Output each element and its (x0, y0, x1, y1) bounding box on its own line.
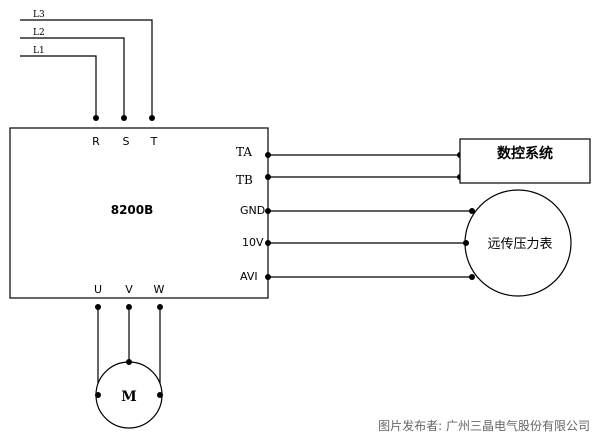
terminal-dot-r (93, 115, 99, 121)
output-label-v: V (125, 283, 133, 296)
supply-label-l1: L1 (33, 46, 45, 56)
motor-label: M (121, 389, 137, 405)
input-label-r: R (92, 135, 100, 148)
motor-connection: M (95, 304, 163, 429)
terminal-label-avi: AVI (240, 270, 258, 283)
terminal-dot-s (121, 115, 127, 121)
gauge-dot-10v (463, 240, 469, 246)
wire-l2 (20, 37, 125, 118)
motor-dot-u (95, 392, 101, 398)
cnc-box (459, 138, 591, 184)
gauge-label: 远传压力表 (487, 237, 552, 252)
gauge-dot-avi (469, 274, 475, 280)
terminal-dot-t (149, 115, 155, 121)
wire-l1 (20, 55, 97, 118)
supply-label-l3: L3 (33, 10, 45, 20)
terminal-dot-gnd (265, 208, 271, 214)
inverter-box (9, 127, 269, 299)
terminal-label-ta: TA (236, 145, 252, 159)
terminal-dot-10v (265, 240, 271, 246)
terminal-dot-tb (265, 174, 271, 180)
motor-dot-v (126, 359, 132, 365)
terminal-label-gnd: GND (240, 204, 265, 217)
wire-l3 (20, 19, 153, 118)
terminal-dot-ta (265, 152, 271, 158)
output-label-w: W (154, 283, 165, 296)
input-label-s: S (123, 135, 130, 148)
terminal-label-tb: TB (236, 173, 253, 187)
cnc-label: 数控系统 (497, 145, 553, 162)
footer-caption: 图片发布者: 广州三晶电气股份有限公司 (378, 418, 590, 433)
motor-dot-w (157, 392, 163, 398)
supply-lines: L3 L2 L1 (20, 10, 155, 121)
inverter-model: 8200B (111, 203, 154, 217)
cnc-connection: 数控系统 (265, 138, 591, 184)
inverter-block: R S T 8200B TA TB GND 10V AVI U V W (9, 127, 269, 299)
output-label-u: U (94, 283, 102, 296)
gauge-dot-gnd (469, 208, 475, 214)
gauge-connection: 远传压力表 (265, 189, 572, 297)
terminal-label-10v: 10V (242, 236, 264, 249)
input-label-t: T (150, 135, 158, 148)
terminal-dot-avi (265, 274, 271, 280)
supply-label-l2: L2 (33, 28, 45, 38)
